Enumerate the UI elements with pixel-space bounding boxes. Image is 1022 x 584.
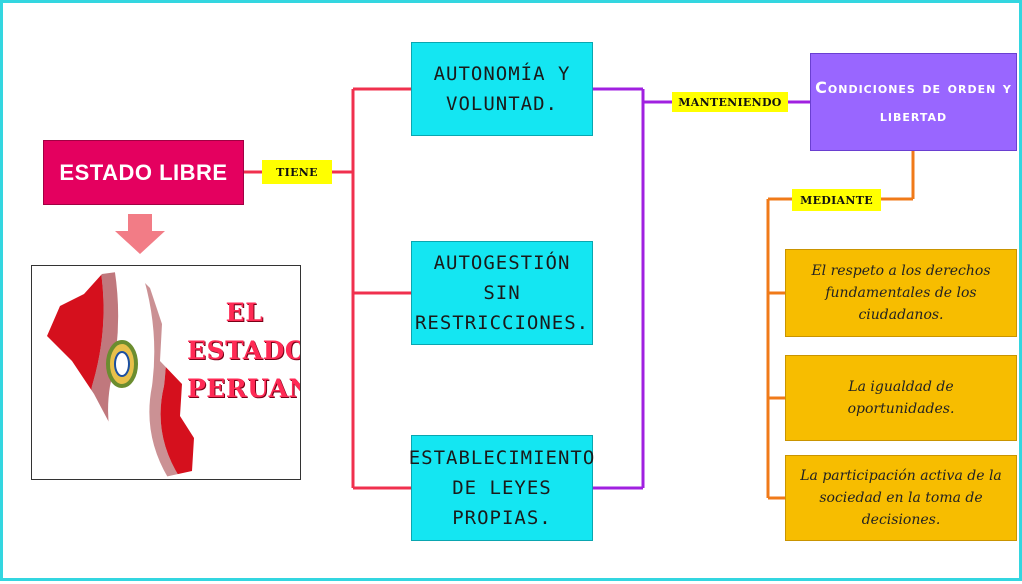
characteristic-box-1: AUTONOMÍA Y VOLUNTAD. (411, 42, 593, 136)
caption-line-1: EL (225, 298, 264, 327)
caption-line-2: ESTADO (187, 336, 301, 365)
caption-line-3: PERUANO (187, 374, 300, 403)
characteristic-text-1: AUTONOMÍA Y VOLUNTAD. (433, 63, 571, 115)
characteristic-text-3: ESTABLECIMIENTO DE LEYES PROPIAS. (408, 447, 596, 529)
mediante-label: MEDIANTE (800, 193, 873, 207)
estado-peruano-image: EL ESTADO PERUANO (31, 265, 301, 480)
manteniendo-label: MANTENIENDO (678, 95, 782, 109)
means-text-3: La participación activa de la sociedad e… (800, 468, 1002, 528)
characteristic-box-2: AUTOGESTIÓN SIN RESTRICCIONES. (411, 241, 593, 345)
means-text-1: El respeto a los derechos fundamentales … (811, 263, 991, 323)
arrow-down-icon (115, 214, 165, 254)
manteniendo-tag: MANTENIENDO (672, 92, 788, 112)
condiciones-box: Condiciones de orden y libertad (810, 53, 1017, 151)
characteristic-text-2: AUTOGESTIÓN SIN RESTRICCIONES. (414, 252, 590, 334)
peru-map-flag-icon (47, 270, 194, 478)
tiene-tag: TIENE (262, 160, 332, 184)
means-text-2: La igualdad de oportunidades. (847, 379, 955, 417)
estado-libre-box: ESTADO LIBRE (43, 140, 244, 205)
characteristic-box-3: ESTABLECIMIENTO DE LEYES PROPIAS. (408, 435, 596, 541)
condiciones-text: Condiciones de orden y libertad (815, 78, 1012, 125)
means-box-3: La participación activa de la sociedad e… (785, 455, 1017, 541)
tiene-label: TIENE (276, 165, 318, 179)
means-box-1: El respeto a los derechos fundamentales … (785, 249, 1017, 337)
mediante-tag: MEDIANTE (792, 189, 881, 211)
estado-libre-label: ESTADO LIBRE (59, 159, 228, 185)
estado-peruano-caption: EL ESTADO PERUANO (187, 294, 301, 408)
means-box-2: La igualdad de oportunidades. (785, 355, 1017, 441)
